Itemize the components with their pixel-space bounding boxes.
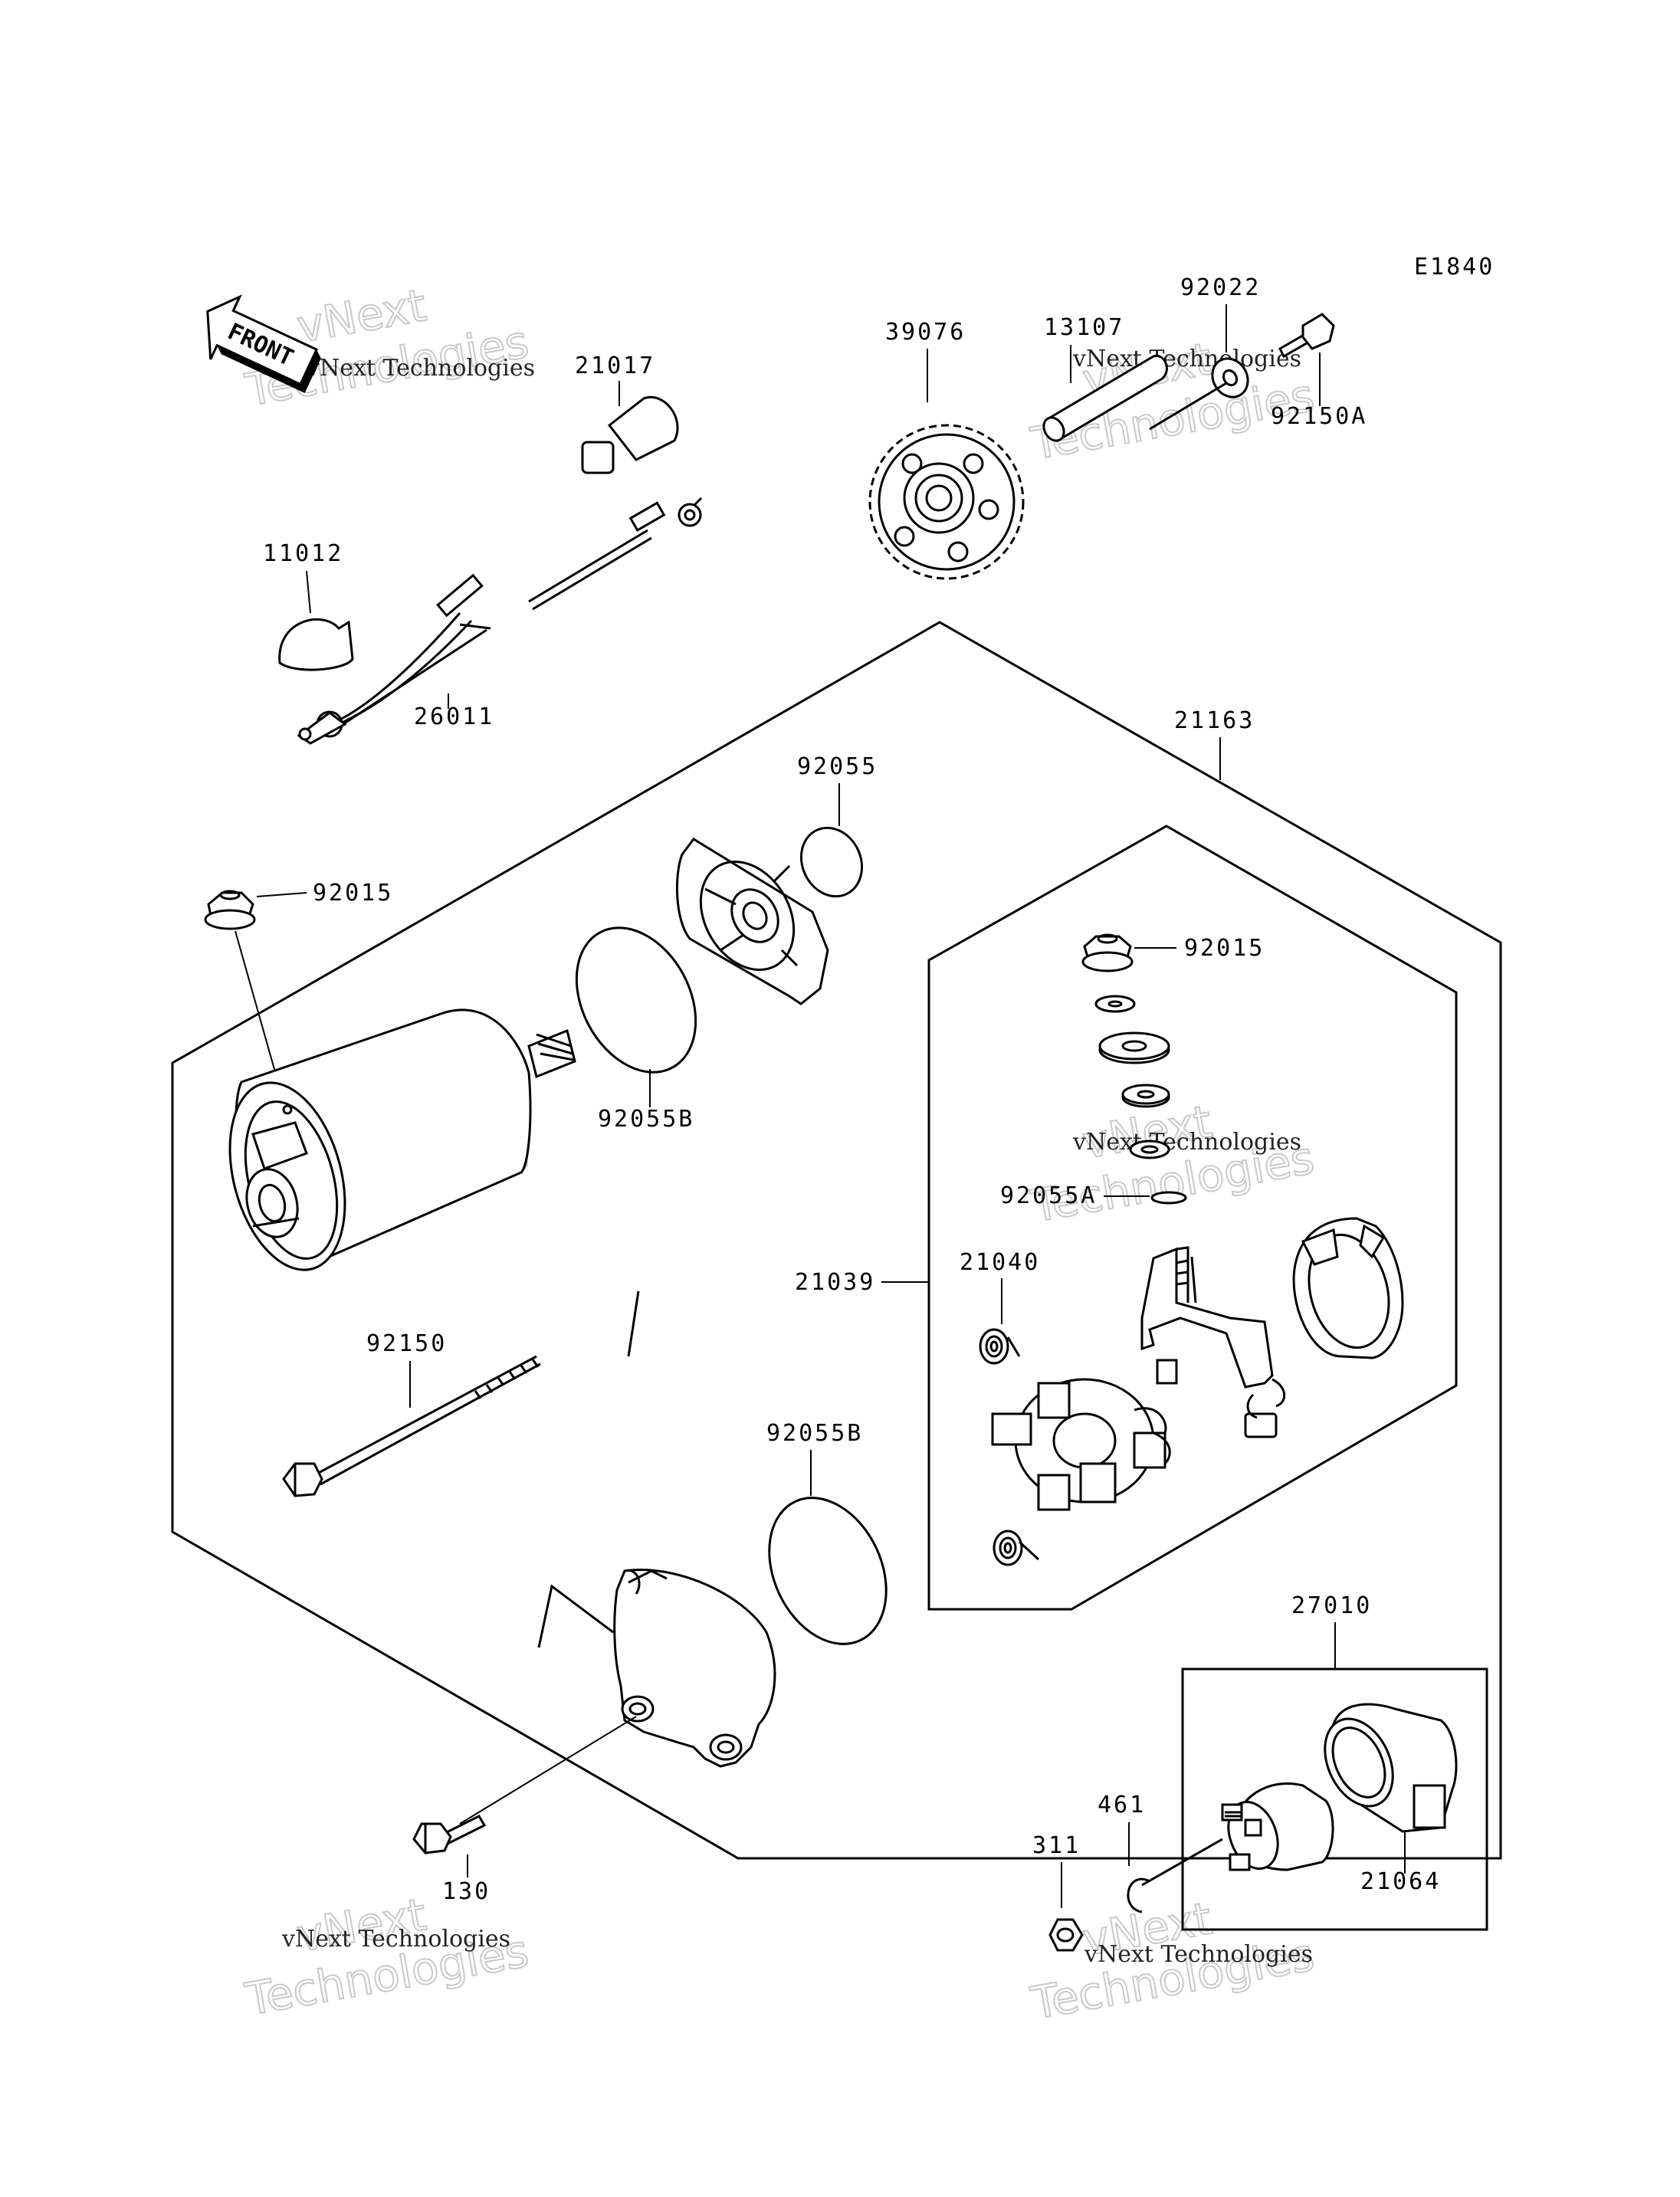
part-label: 13107 [1044,314,1124,341]
watermark-label: vNext Technologies [281,1926,510,1953]
part-label: 92150 [366,1330,447,1357]
part-label: 461 [1098,1792,1146,1818]
part-label: 92015 [313,880,393,907]
idle-shaft-part [1042,354,1168,443]
leader-line [256,892,307,897]
part-label: 21064 [1360,1868,1441,1895]
part-label: 92015 [1184,935,1265,962]
rear-cover-part [613,1569,776,1768]
lead-wire-part [297,497,703,745]
brush-plate-part [991,1378,1171,1511]
part-label: 21039 [795,1269,875,1296]
part-label: 92055B [598,1106,694,1133]
part-label: 311 [1032,1832,1081,1859]
part-label: 92055A [1000,1182,1097,1209]
nut-part [204,890,256,930]
bolt-part [1278,313,1335,359]
brush-holder-kit-outline [927,825,1458,1611]
diagram-code: E1840 [1414,254,1495,280]
front-cover-part [676,838,829,1005]
part-label: 21040 [960,1249,1040,1276]
through-bolt-part [282,1355,541,1497]
starter-motor-part [228,1008,576,1271]
part-label: 27010 [1291,1592,1372,1619]
part-label: 26011 [414,703,494,730]
solenoid-part [1141,1782,1334,1887]
watermark-label: vNext Technologies [1072,1129,1301,1156]
washer-part [1149,357,1249,431]
cover-bolt-part [412,1716,637,1854]
watermark-label: vNext Technologies [1072,346,1301,372]
break-line [627,1290,640,1357]
nut-part [1081,933,1134,972]
part-label: 92055 [797,753,878,780]
watermark-label: vNext Technologies [306,355,535,382]
part-label: 92022 [1180,274,1261,301]
washer-stack-part [1094,995,1187,1205]
nut-part [1048,1918,1084,1952]
brush-set-part [1140,1246,1286,1438]
part-label: 21163 [1174,707,1255,734]
break-line [537,1584,614,1648]
o-ring-part [768,1497,888,1645]
boot-cap-part [278,618,354,671]
part-label: 130 [442,1878,491,1905]
part-label: 11012 [263,540,343,567]
o-ring-part [575,926,697,1074]
starter-assembly-outline [171,621,1502,1860]
brush-spring-part [979,1328,1040,1566]
part-label: 39076 [885,319,966,346]
part-label: 92055B [766,1420,863,1447]
starter-gear-part [868,424,1025,580]
relay-cover-part [1324,1703,1458,1833]
leader-line [306,570,311,614]
terminal-cover-part [581,395,679,474]
part-label: 92150A [1271,403,1367,430]
o-ring-part [799,826,864,898]
part-label: 21017 [575,353,655,379]
yoke-cover-part [1292,1217,1404,1359]
watermark-label: vNext Technologies [1084,1941,1313,1968]
circlip-part [1127,1877,1150,1913]
